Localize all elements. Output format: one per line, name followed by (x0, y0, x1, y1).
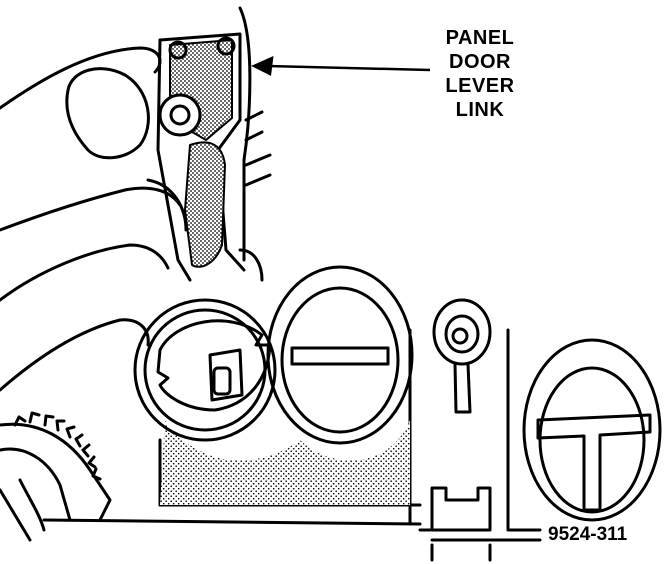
lever-dark-lower (184, 141, 226, 268)
callout-line-4: LINK (455, 99, 505, 121)
cam-disc (133, 248, 277, 442)
callout-line-2: DOOR (449, 51, 511, 73)
callout-label: PANEL DOOR LEVER LINK (432, 26, 528, 122)
shadow-area (160, 420, 410, 505)
figure-number: 9524-311 (548, 524, 628, 545)
lever-link (156, 32, 246, 282)
wheel (522, 338, 662, 522)
bracket (430, 486, 542, 562)
knob (432, 298, 492, 414)
callout-line-3: LEVER (445, 75, 515, 97)
gear (0, 411, 112, 542)
slot-disc (266, 265, 414, 445)
housing-outline (158, 6, 252, 507)
callout-line-1: PANEL (445, 27, 515, 49)
callout-arrow (251, 55, 431, 76)
